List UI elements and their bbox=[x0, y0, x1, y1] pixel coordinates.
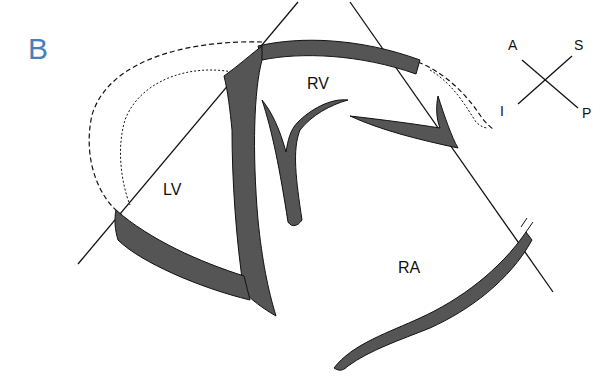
orientation-axis bbox=[522, 60, 578, 108]
wall-mark bbox=[521, 218, 533, 232]
rv-wall bbox=[258, 40, 420, 74]
ra-wall bbox=[334, 232, 532, 370]
orientation-label: A bbox=[508, 38, 517, 52]
tricuspid-annulus bbox=[350, 96, 458, 148]
dashed-contour bbox=[418, 62, 494, 130]
chamber-label: RV bbox=[307, 76, 329, 92]
tricuspid-leaflet bbox=[262, 100, 348, 226]
panel-letter: B bbox=[28, 34, 48, 64]
sector-line bbox=[78, 2, 298, 264]
lv-wall bbox=[115, 210, 250, 300]
orientation-label: I bbox=[500, 104, 504, 118]
chamber-label: LV bbox=[163, 182, 181, 198]
orientation-axis bbox=[518, 56, 572, 104]
orientation-label: P bbox=[582, 106, 591, 120]
dotted-contour bbox=[121, 70, 232, 205]
chamber-label: RA bbox=[398, 260, 420, 276]
orientation-label: S bbox=[574, 38, 583, 52]
